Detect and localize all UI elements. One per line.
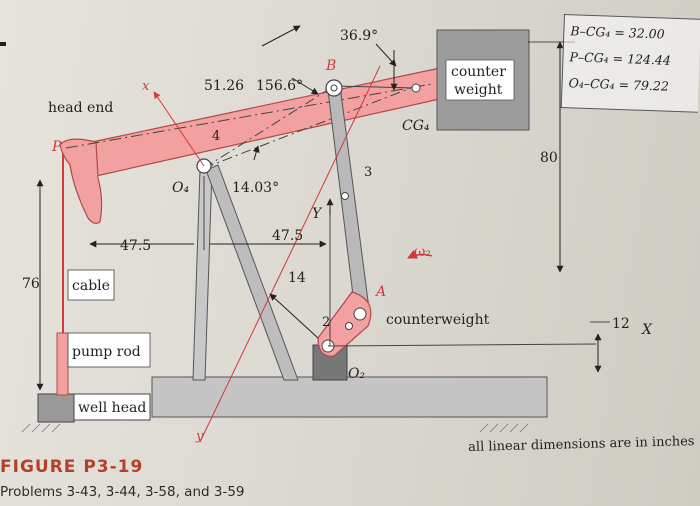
label-point-b: B (325, 58, 336, 74)
connecting-rod (327, 85, 371, 321)
label-cable: cable (72, 278, 110, 294)
b-cg4-line (333, 85, 417, 89)
label-head-end: head end (48, 100, 113, 116)
label-weight: weight (454, 82, 503, 98)
cg4-marker (411, 83, 421, 93)
dim-14: 14 (288, 270, 306, 286)
local-y-axis (199, 65, 381, 443)
label-o4: O₄ (172, 180, 189, 196)
dim-14-03: 14.03° (232, 180, 279, 196)
dim-o4-cg4: O₄–CG₄ = 79.22 (568, 75, 670, 94)
dim-156: 156.6° (256, 78, 303, 94)
well-head-block (37, 393, 75, 423)
pump-rod (56, 332, 69, 396)
label-omega: ω₂ (414, 244, 431, 260)
label-counterweight: counterweight (386, 312, 490, 328)
dim-47-right: 47.5 (272, 228, 303, 244)
label-link-2: 2 (322, 315, 330, 330)
beam-centerline (65, 83, 433, 149)
dim-80: 80 (540, 150, 558, 166)
dim-angle-top: 36.9° (340, 28, 378, 44)
cable-label-box (67, 269, 115, 301)
angle-top-arrow (375, 43, 397, 67)
figure-title: FIGURE P3-19 (0, 457, 144, 477)
crank-hole (345, 322, 353, 330)
label-axis-x-global: X (641, 322, 653, 338)
frame-leg-rear (205, 164, 299, 381)
dim-51: 51.26 (204, 78, 244, 94)
label-cg4: CG₄ (402, 118, 430, 134)
dim-76: 76 (22, 276, 40, 292)
dim-p-cg4: P–CG₄ = 124.44 (569, 49, 672, 68)
omega-arrow (407, 249, 433, 259)
label-axis-y-local: y (195, 429, 204, 444)
label-counter: counter (451, 64, 506, 80)
dimension-table: B–CG₄ = 32.00 P–CG₄ = 124.44 O₄–CG₄ = 79… (560, 14, 700, 113)
base-platform (151, 376, 548, 418)
angle-14-arrow (252, 145, 260, 161)
edge-mark (0, 42, 6, 46)
label-link-3: 3 (364, 165, 372, 180)
pin-b-inner (330, 84, 338, 92)
o4-b-line (203, 85, 335, 169)
global-x-axis (327, 343, 597, 347)
label-point-a: A (374, 284, 386, 300)
link3-marker (341, 192, 349, 200)
angle-156-arrow (291, 77, 319, 95)
label-point-p: P (51, 139, 62, 155)
dim-12: 12 (612, 316, 630, 332)
local-x-axis (153, 91, 205, 167)
label-well-head: well head (78, 400, 146, 416)
pin-a (353, 307, 367, 321)
dim-14-arrow (269, 293, 319, 339)
dim-51-arrow (261, 25, 301, 47)
label-link-4: 4 (212, 129, 220, 144)
dim-b-cg4: B–CG₄ = 32.00 (570, 23, 665, 42)
label-o2: O₂ (348, 366, 365, 382)
counter-weight-label-box (445, 59, 515, 101)
frame-leg-front (192, 169, 213, 381)
figure-subtitle: Problems 3-43, 3-44, 3-58, and 3-59 (0, 484, 245, 500)
pin-b (325, 79, 343, 97)
ground-hatch (21, 423, 529, 433)
o4-cg4-line (203, 85, 417, 169)
label-axis-y-global: Y (312, 206, 323, 222)
well-head-box (73, 393, 151, 421)
horsehead (59, 138, 103, 224)
label-pump-rod: pump rod (72, 344, 141, 360)
pump-rod-label-box (67, 332, 151, 368)
dim-47-left: 47.5 (120, 238, 151, 254)
label-axis-x-local: x (142, 79, 150, 94)
